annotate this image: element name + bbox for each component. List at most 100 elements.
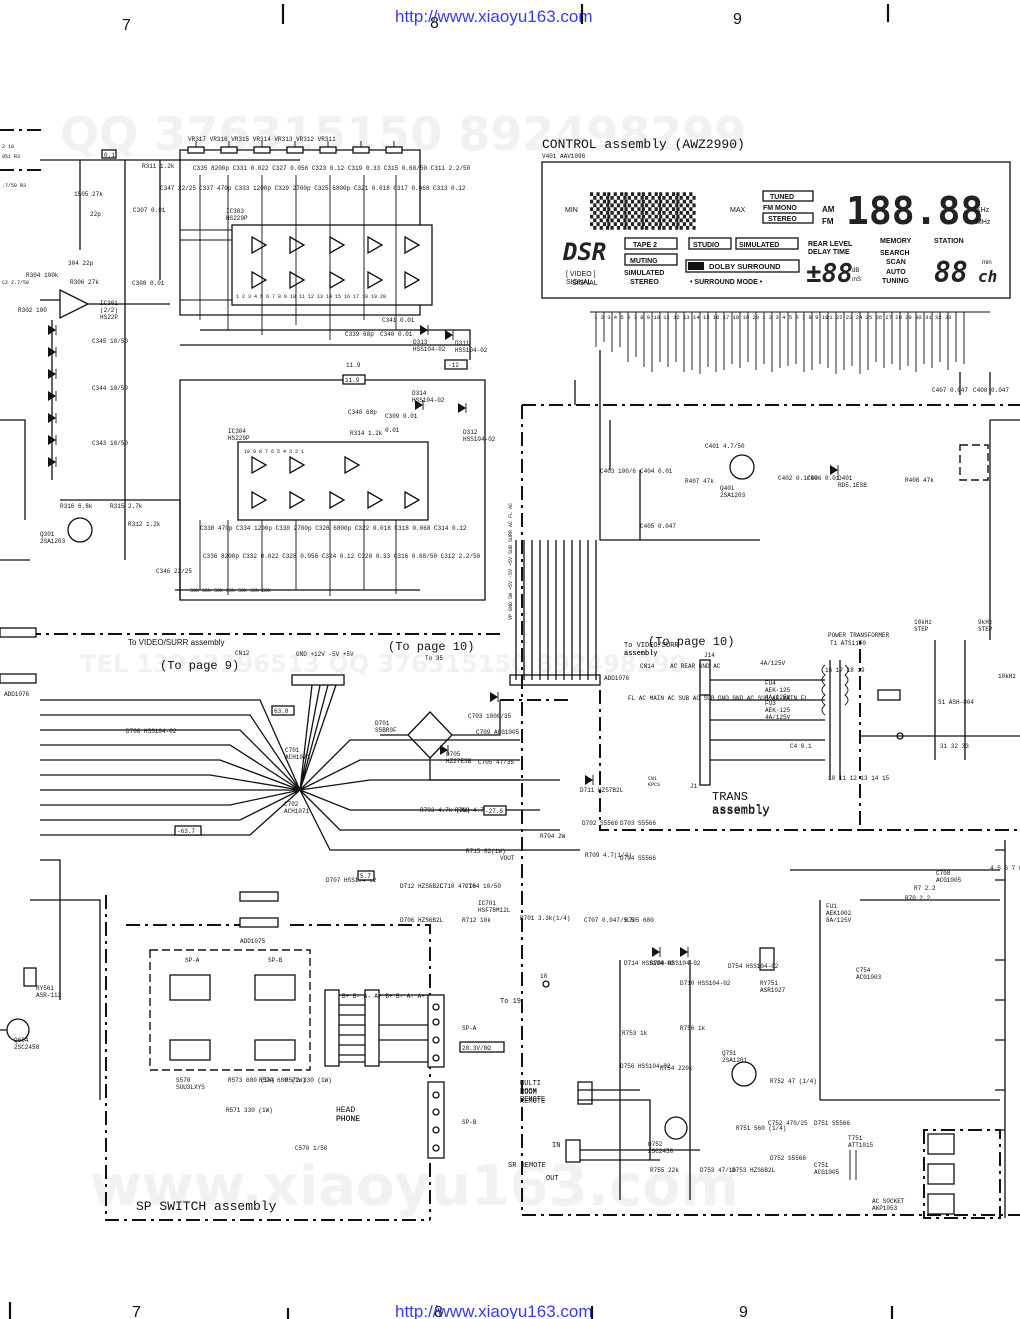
svg-text:D752 S5566: D752 S5566 — [770, 1155, 806, 1162]
svg-text:R701 3.3k(1/4): R701 3.3k(1/4) — [520, 915, 570, 922]
ry751-relay — [759, 947, 775, 971]
svg-text:11.9: 11.9 — [346, 362, 361, 369]
svg-text:C403 100/6: C403 100/6 — [600, 468, 636, 475]
header-col-8: 8 — [430, 15, 439, 32]
svg-text:[ VIDEO ]SIGNAL: [ VIDEO ]SIGNAL — [566, 271, 596, 286]
svg-text:min: min — [982, 260, 992, 266]
svg-text:VOUT: VOUT — [500, 855, 515, 862]
svg-text:C344 10/50: C344 10/50 — [92, 385, 128, 392]
svg-text:C309 0.01: C309 0.01 — [385, 413, 418, 420]
fl-display-content: MIN ▒▒▒▒▒▒ MAX TUNED FM MONO STEREO AM F… — [562, 189, 997, 289]
q401-transistor — [729, 454, 755, 480]
svg-text:R756 1k: R756 1k — [680, 1025, 706, 1032]
svg-text:0.1: 0.1 — [104, 152, 115, 159]
footer-col-9: 9 — [739, 1304, 748, 1319]
svg-text:C307 0.01: C307 0.01 — [133, 207, 166, 214]
svg-text:ch: ch — [978, 267, 997, 286]
svg-text:C337 470p C333 1200p C329 2: C337 470p C333 1200p C329 2700p C325 680… — [199, 185, 466, 192]
svg-text:C345 10/50: C345 10/50 — [92, 338, 128, 345]
svg-text:KHz: KHz — [976, 207, 990, 214]
svg-text:R715 82(1W): R715 82(1W) — [466, 848, 506, 855]
svg-text:J1: J1 — [690, 783, 698, 790]
svg-text:PHONE: PHONE — [336, 1115, 360, 1124]
svg-text:C338 470p C334 1200p C330 2: C338 470p C334 1200p C330 2700p C326 680… — [200, 525, 467, 532]
svg-text:R704 2W: R704 2W — [540, 833, 566, 840]
footer-col-7: 7 — [132, 1304, 141, 1319]
svg-text:STEREO: STEREO — [630, 279, 659, 286]
svg-text:±88: ±88 — [806, 259, 853, 289]
frequency-digits: 188.88 — [846, 189, 983, 233]
svg-text:C710 47/16: C710 47/16 — [440, 883, 476, 890]
svg-text:SP-B: SP-B — [268, 957, 283, 964]
svg-text:22p: 22p — [90, 211, 101, 218]
svg-text:C408 0.047: C408 0.047 — [973, 387, 1009, 394]
svg-text:.7/50 R3: .7/50 R3 — [2, 183, 26, 189]
svg-text:C704 10/50: C704 10/50 — [465, 883, 501, 890]
svg-text:IN: IN — [552, 1142, 560, 1150]
svg-text:STATION: STATION — [934, 238, 964, 245]
watermark-top: QQ 376315150 892498299 — [60, 107, 746, 161]
svg-text:MAX: MAX — [730, 207, 746, 214]
svg-text:SR REMOTE: SR REMOTE — [508, 1162, 546, 1170]
svg-text:-12: -12 — [448, 362, 459, 369]
svg-text:R316 6.8k: R316 6.8k — [60, 503, 93, 510]
svg-text:mS: mS — [852, 277, 861, 283]
svg-text:D711 HZS7B2L: D711 HZS7B2L — [580, 787, 624, 794]
ic301-opamp — [59, 288, 90, 320]
svg-text:18: 18 — [540, 973, 548, 980]
q751-transistor — [731, 1061, 757, 1087]
svg-text:DELAY TIME: DELAY TIME — [808, 249, 850, 256]
svg-text:D704 S5566: D704 S5566 — [620, 855, 656, 862]
footer-col-8: 8 — [434, 1304, 443, 1319]
svg-text:TUNED: TUNED — [770, 194, 794, 201]
vr-labels-top: VR317 VR316 VR315 VR314 VR313 VR312 VR31… — [188, 136, 336, 143]
footer-url[interactable]: http://www.xiaoyu163.com — [395, 1302, 592, 1319]
svg-text:CN12: CN12 — [235, 650, 250, 657]
svg-text:S1 ASH-004: S1 ASH-004 — [938, 699, 974, 706]
svg-text:D702 S5566: D702 S5566 — [582, 820, 618, 827]
header-url[interactable]: http://www.xiaoyu163.com — [395, 7, 592, 26]
svg-text:GND +12V -5V +5V: GND +12V -5V +5V — [296, 651, 354, 658]
svg-text:30k 30k 30k 30k 30k: 30k 30k 30k 30k 30k 30k 30k — [190, 588, 271, 594]
svg-text:(To page 10): (To page 10) — [648, 635, 734, 649]
svg-text:R709 4.7(1/4): R709 4.7(1/4) — [585, 852, 632, 859]
svg-text:R407 47k: R407 47k — [685, 478, 714, 485]
svg-text:B+ B- A- A+ B+ B- A- A+: B+ B- A- A+ B+ B- A- A+ — [342, 993, 425, 1000]
svg-text:5.7: 5.7 — [360, 873, 371, 880]
svg-text:VP GND SW +5V -5V +5V SUB SURR: VP GND SW +5V -5V +5V SUB SURR AC FL AC — [508, 503, 514, 620]
svg-text:D708 HSS104-02: D708 HSS104-02 — [126, 728, 177, 735]
svg-text:(To page 9): (To page 9) — [160, 659, 239, 673]
svg-text:63.8: 63.8 — [274, 708, 289, 715]
svg-text:R708 4.7k (2W): R708 4.7k (2W) — [455, 807, 505, 814]
svg-text:10 9 8 7 6 5 4 3 2 1: 10 9 8 7 6 5 4 3 2 1 — [244, 449, 304, 455]
svg-text:SIMULATED: SIMULATED — [739, 242, 779, 249]
v401-label: V401 AAV1096 — [542, 153, 586, 160]
svg-text:R408 47k: R408 47k — [905, 477, 934, 484]
svg-text:STUDIO: STUDIO — [693, 242, 720, 249]
control-title: CONTROL assembly (AWZ2990) — [542, 137, 745, 152]
display-pin-row: 1 2 3 4 5 6 7 8 9 10 11 12 13 14 15 16 1… — [590, 311, 990, 374]
svg-text:0.01: 0.01 — [385, 427, 400, 434]
svg-text:To VIDEO/SURR assembly: To VIDEO/SURR assembly — [128, 638, 224, 647]
svg-text:R712 10k: R712 10k — [462, 917, 491, 924]
svg-text:• SURROUND MODE •: • SURROUND MODE • — [690, 279, 763, 286]
svg-text:-63.7: -63.7 — [177, 828, 195, 835]
header-col-7: 7 — [122, 17, 131, 34]
